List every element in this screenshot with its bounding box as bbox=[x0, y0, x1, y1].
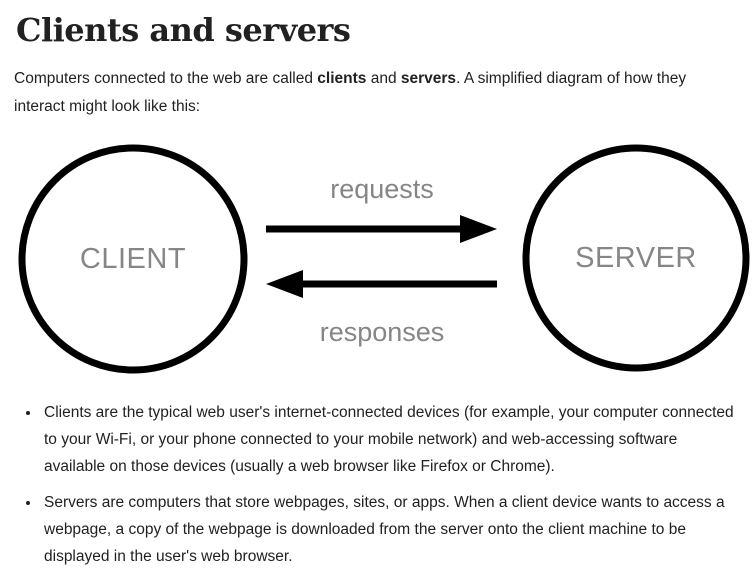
client-server-diagram: CLIENT SERVER requests responses bbox=[0, 127, 752, 385]
intro-text-3: . A simplified diagram of how they inter… bbox=[14, 69, 687, 115]
requests-label: requests bbox=[330, 174, 434, 204]
intro-paragraph: Computers connected to the web are calle… bbox=[14, 65, 738, 121]
diagram-svg: CLIENT SERVER requests responses bbox=[18, 144, 750, 374]
client-label: CLIENT bbox=[80, 243, 186, 275]
intro-bold-clients: clients bbox=[317, 69, 367, 87]
list-item-clients: Clients are the typical web user's inter… bbox=[41, 399, 738, 480]
intro-text-1: Computers connected to the web are calle… bbox=[14, 69, 318, 87]
intro-bold-servers: servers bbox=[400, 69, 457, 87]
server-label: SERVER bbox=[575, 242, 697, 274]
list-item-servers: Servers are computers that store webpage… bbox=[41, 489, 738, 570]
intro-text-2: and bbox=[366, 69, 401, 87]
requests-arrow bbox=[266, 214, 497, 243]
page-title: Clients and servers bbox=[16, 11, 351, 49]
bullet-list: Clients are the typical web user's inter… bbox=[14, 399, 738, 570]
client-circle bbox=[18, 144, 248, 374]
server-circle bbox=[522, 144, 750, 372]
responses-label: responses bbox=[320, 317, 445, 347]
responses-arrow bbox=[266, 269, 497, 298]
